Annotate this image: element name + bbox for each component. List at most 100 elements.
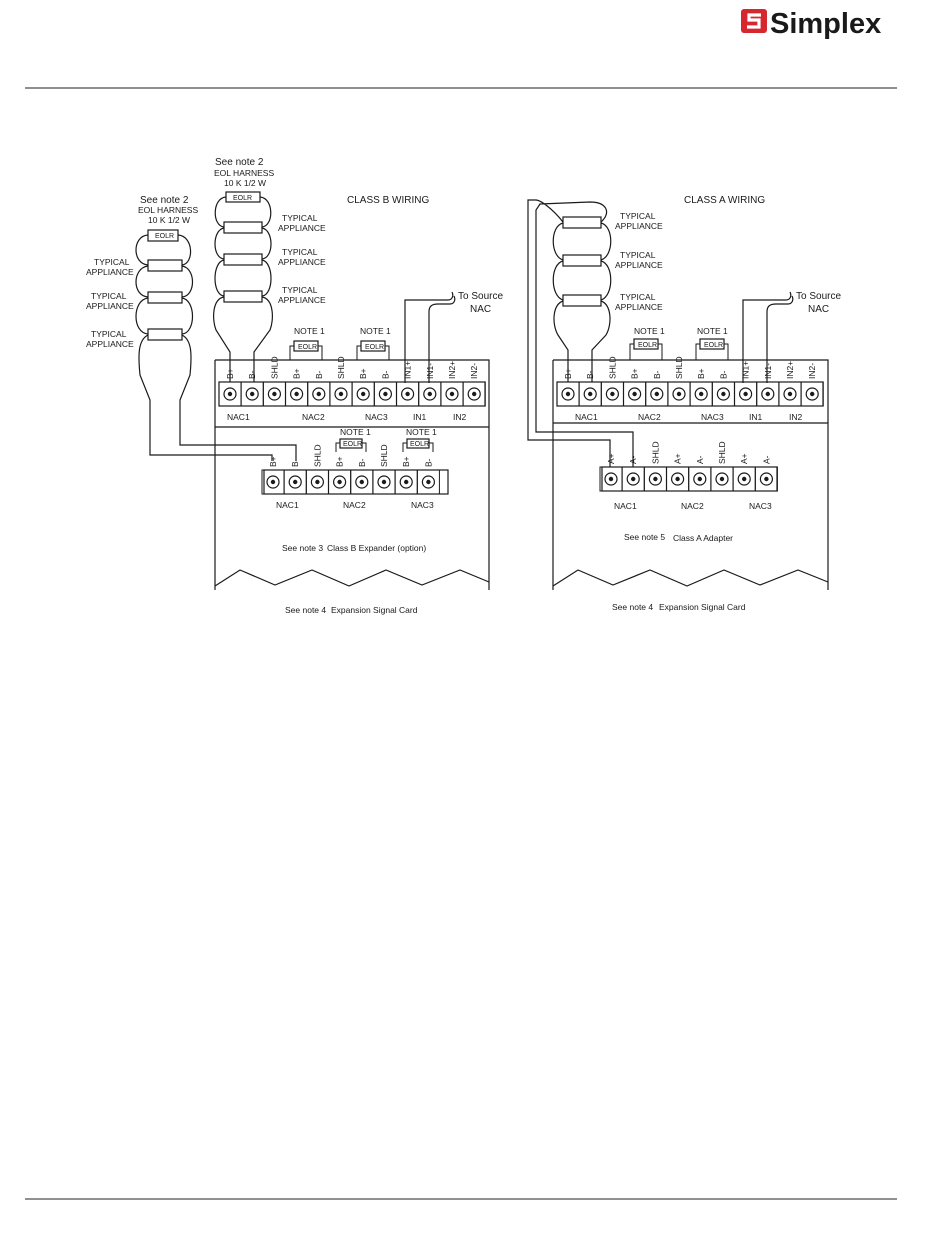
- class-b-left-wire-b: [135, 265, 194, 298]
- class-a-adapter-terminal-label: SHLD: [650, 441, 660, 464]
- class-a-adapter-terminal-label: A-: [695, 455, 705, 464]
- class-a-adapter-note: See note 5: [624, 532, 665, 542]
- class-b-left-appliance-1-label-b: APPLIANCE: [86, 267, 134, 277]
- class-a-adapter-terminal-screw-center: [764, 476, 769, 482]
- class-a-adapter-terminal-screw-center: [697, 476, 702, 482]
- class-a-adapter-terminal-label: A+: [606, 453, 616, 464]
- class-b-source-wire: [404, 291, 456, 383]
- class-a-source-line1: To Source: [796, 291, 841, 302]
- class-a-source-line2: NAC: [808, 304, 829, 315]
- class-a-wire-a: [552, 222, 612, 261]
- class-b-mid-appliance-2: [223, 253, 263, 266]
- class-b-left-appliance-1-label-a: TYPICAL: [94, 257, 130, 267]
- class-b-main-terminal-label: SHLD: [269, 356, 279, 379]
- class-a-appliance-3-label-a: TYPICAL: [620, 292, 656, 302]
- class-a-main-terminal-label: IN2+: [785, 361, 795, 379]
- class-a-adapter-terminal-label: A+: [739, 453, 749, 464]
- class-b-main-terminal-screw-center: [449, 391, 455, 397]
- class-a-main-terminal-screw-center: [765, 391, 770, 397]
- class-a-run: [553, 300, 611, 383]
- class-b-main-terminal-label: IN2+: [447, 361, 457, 379]
- class-b-main-terminal-screw-center: [316, 391, 321, 397]
- class-a-adapter-terminal-screw-center: [653, 476, 658, 482]
- class-b-card-break: [214, 569, 490, 587]
- class-b-main-terminal-label: B-: [314, 370, 324, 379]
- class-b-expander-terminal-screw-center: [359, 479, 364, 485]
- class-b-main-terminal-screw-center: [272, 391, 277, 397]
- class-b-expander-terminal-cell: [416, 469, 440, 495]
- class-a-return-wire: [527, 199, 634, 470]
- class-a-appliance-1-label-a: TYPICAL: [620, 211, 656, 221]
- class-a-main-terminal-cell: [800, 381, 824, 407]
- class-b-expander-terminal-label: SHLD: [312, 444, 322, 467]
- class-b-nac3-note1: NOTE 1: [360, 326, 391, 336]
- class-a-wire-b: [552, 260, 612, 301]
- class-b-nac2-note1: NOTE 1: [294, 326, 325, 336]
- simplex-logo: Simplex: [741, 8, 881, 40]
- class-b-main-terminal-label: B+: [292, 368, 302, 379]
- class-b-expander-terminal-screw-center: [293, 479, 298, 485]
- class-a-main-terminal-label: B+: [630, 368, 640, 379]
- class-b-main-terminal-screw-center: [383, 391, 388, 397]
- class-b-card-label: Expansion Signal Card: [331, 605, 418, 615]
- class-b-expander-terminal-label: B+: [335, 456, 345, 467]
- class-a-card-outline: [552, 359, 829, 590]
- class-a-main-terminal-screw-center: [721, 391, 726, 397]
- class-a-adapter-group-label: NAC2: [681, 501, 704, 511]
- class-a-main-group-label: NAC3: [701, 412, 724, 422]
- class-a-nac3-eolr-leads: [695, 343, 729, 360]
- class-a-card-label: Expansion Signal Card: [659, 602, 746, 612]
- class-a-main-group-label: IN1: [749, 412, 763, 422]
- class-b-mid-appliance-1-label-b: APPLIANCE: [278, 223, 326, 233]
- class-b-left-appliance-3-label-b: APPLIANCE: [86, 339, 134, 349]
- class-b-expander-terminal-screw-center: [381, 479, 387, 485]
- class-a-main-terminal-label: IN1-: [763, 363, 773, 379]
- class-a-appliance-2-label-a: TYPICAL: [620, 250, 656, 260]
- class-a-adapter-terminal-screw-center: [631, 476, 636, 482]
- class-b-expander-terminal-label: B+: [401, 456, 411, 467]
- class-a-main-group-label: NAC1: [575, 412, 598, 422]
- class-a-source-wire: [742, 291, 794, 383]
- class-b-main-terminal-label: B+: [358, 368, 368, 379]
- class-a-nac2-note1: NOTE 1: [634, 326, 665, 336]
- class-a-main-terminal-label: B+: [696, 368, 706, 379]
- class-a-adapter-terminal-label: SHLD: [717, 441, 727, 464]
- class-b-expander-label: Class B Expander (option): [327, 543, 426, 553]
- class-b-main-terminal-screw-center: [472, 391, 477, 397]
- class-b-main-group-label: NAC1: [227, 412, 250, 422]
- class-b-left-appliance-2-label-a: TYPICAL: [91, 291, 127, 301]
- class-b-mid-wire-b: [214, 227, 272, 260]
- class-a-title: CLASS A WIRING: [684, 195, 765, 206]
- simplex-logo-text: Simplex: [770, 8, 881, 40]
- class-b-harness-mid-note: See note 2: [215, 157, 264, 168]
- class-b-main-terminal-label: SHLD: [336, 356, 346, 379]
- class-a-adapter-terminal-label: A-: [761, 455, 771, 464]
- class-a-main-group-label: IN2: [789, 412, 803, 422]
- class-a-main-terminal-label: SHLD: [674, 356, 684, 379]
- class-b-mid-appliance-3-label-b: APPLIANCE: [278, 295, 326, 305]
- class-a-appliance-3: [562, 294, 602, 307]
- class-a-appliance-1: [562, 216, 602, 229]
- class-b-left-appliance-2: [147, 291, 183, 304]
- class-a-main-group-label: NAC2: [638, 412, 661, 422]
- class-a-adapter-group-label: NAC1: [614, 501, 637, 511]
- class-b-nac3-eolr-label: EOLR: [365, 344, 384, 351]
- class-a-adapter-label: Class A Adapter: [673, 533, 733, 543]
- class-b-left-appliance-3-label-a: TYPICAL: [91, 329, 127, 339]
- class-b-main-terminal-label: B-: [380, 370, 390, 379]
- class-a-main-terminal-screw-center: [810, 391, 815, 397]
- class-b-card-outline: [214, 359, 490, 590]
- class-a-appliance-1-label-b: APPLIANCE: [615, 221, 663, 231]
- class-a-main-terminal-label: SHLD: [607, 356, 617, 379]
- class-a-main-terminal-label: B+: [563, 368, 573, 379]
- class-a-main-terminal-screw-center: [588, 391, 593, 397]
- class-b-source-line2: NAC: [470, 304, 491, 315]
- class-b-mid-appliance-2-label-a: TYPICAL: [282, 247, 318, 257]
- class-b-left-appliance-1: [147, 259, 183, 272]
- class-b-exp-nac3-note1: NOTE 1: [406, 427, 437, 437]
- class-b-expander-terminal-screw-center: [426, 479, 431, 485]
- class-a-main-terminal-label: B-: [585, 370, 595, 379]
- class-b-main-terminal-screw-center: [294, 391, 299, 397]
- class-a-adapter-terminal-screw-center: [608, 476, 614, 482]
